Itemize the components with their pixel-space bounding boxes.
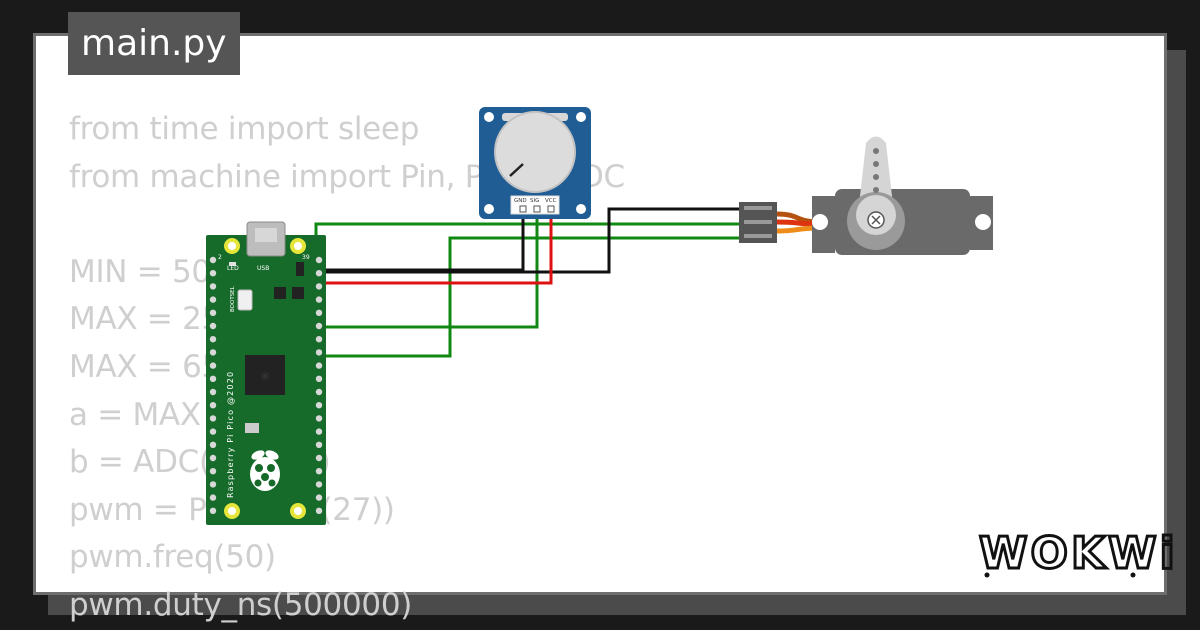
header-pin[interactable] bbox=[315, 441, 323, 448]
header-pin[interactable] bbox=[315, 454, 323, 462]
file-tab[interactable]: main.py bbox=[68, 12, 240, 75]
wire-red-pot-vcc[interactable] bbox=[316, 210, 553, 285]
wire-black-pot-gnd[interactable] bbox=[316, 210, 525, 272]
usb-label: USB bbox=[257, 265, 269, 272]
pico-board[interactable]: ❀ LED USB 2 39 BOOTSEL Raspberry Pi Pico… bbox=[206, 221, 326, 525]
wire-green-servo-vcc[interactable] bbox=[316, 236, 742, 358]
servo-horn[interactable] bbox=[847, 136, 905, 251]
pin-label-left: 2 bbox=[218, 254, 222, 261]
bootsel-label: BOOTSEL bbox=[230, 285, 236, 312]
header-pin[interactable] bbox=[315, 388, 323, 396]
raspberry-logo bbox=[250, 450, 280, 491]
wire-black-servo-gnd[interactable] bbox=[316, 207, 742, 274]
header-pin[interactable] bbox=[209, 468, 217, 475]
potentiometer-knob[interactable] bbox=[494, 111, 576, 193]
header-pin[interactable] bbox=[209, 375, 217, 382]
led bbox=[229, 262, 236, 266]
potentiometer[interactable]: GND SIG VCC bbox=[479, 107, 591, 219]
pot-pin-vcc: VCC bbox=[545, 198, 557, 204]
header-pin[interactable] bbox=[315, 494, 323, 501]
wokwi-logo: WOKWi bbox=[978, 527, 1177, 581]
header-pin[interactable] bbox=[315, 375, 323, 382]
knob-indicator bbox=[509, 163, 524, 177]
header-pin[interactable] bbox=[315, 468, 323, 475]
pin-header-right bbox=[315, 256, 323, 514]
code-line: pwm.freq(50) bbox=[69, 539, 276, 576]
header-pin[interactable] bbox=[315, 336, 323, 343]
header-pin[interactable] bbox=[209, 309, 217, 316]
board-silkscreen: Raspberry Pi Pico @2020 bbox=[226, 371, 235, 498]
header-pin[interactable] bbox=[209, 322, 217, 330]
bootsel-button[interactable] bbox=[237, 289, 253, 311]
header-pin[interactable] bbox=[209, 441, 217, 448]
header-pin[interactable] bbox=[209, 415, 217, 422]
header-pin[interactable] bbox=[209, 481, 217, 488]
code-line: from time import sleep bbox=[69, 111, 420, 147]
header-pin[interactable] bbox=[209, 507, 217, 514]
header-pin[interactable] bbox=[209, 454, 217, 462]
header-pin[interactable] bbox=[209, 256, 217, 264]
header-pin[interactable] bbox=[209, 388, 217, 396]
header-pin[interactable] bbox=[209, 349, 217, 356]
wire-green-servo-signal[interactable] bbox=[314, 222, 742, 244]
header-pin[interactable] bbox=[315, 309, 323, 316]
header-pin[interactable] bbox=[315, 296, 323, 303]
header-pin[interactable] bbox=[315, 428, 323, 435]
pot-pin-gnd: GND bbox=[514, 198, 527, 204]
pin-header-left bbox=[209, 256, 217, 514]
header-pin[interactable] bbox=[209, 428, 217, 435]
header-pin[interactable] bbox=[315, 481, 323, 488]
rp2040-chip bbox=[245, 355, 285, 395]
header-pin[interactable] bbox=[315, 270, 323, 277]
header-pin[interactable] bbox=[209, 283, 217, 290]
wokwi-logo-text: WOKWi bbox=[979, 528, 1178, 579]
header-pin[interactable] bbox=[209, 336, 217, 343]
header-pin[interactable] bbox=[315, 322, 323, 330]
code-line: pwm.duty_ns(500000) bbox=[69, 586, 413, 623]
header-pin[interactable] bbox=[209, 402, 217, 409]
header-pin[interactable] bbox=[315, 362, 323, 369]
header-pin[interactable] bbox=[315, 402, 323, 409]
svg-text:❀: ❀ bbox=[260, 369, 270, 383]
header-pin[interactable] bbox=[315, 349, 323, 356]
wire-green-pot-sig[interactable] bbox=[316, 210, 539, 329]
header-pin[interactable] bbox=[315, 256, 323, 264]
header-pin[interactable] bbox=[209, 270, 217, 277]
pot-pin-sig: SIG bbox=[530, 198, 539, 204]
header-pin[interactable] bbox=[209, 494, 217, 501]
header-pin[interactable] bbox=[209, 296, 217, 303]
pin-label-right: 39 bbox=[302, 254, 310, 261]
servo-motor[interactable] bbox=[739, 136, 993, 256]
led-label: LED bbox=[227, 265, 239, 272]
wires bbox=[314, 207, 742, 358]
header-pin[interactable] bbox=[315, 507, 323, 514]
header-pin[interactable] bbox=[209, 362, 217, 369]
header-pin[interactable] bbox=[315, 415, 323, 422]
header-pin[interactable] bbox=[315, 283, 323, 290]
